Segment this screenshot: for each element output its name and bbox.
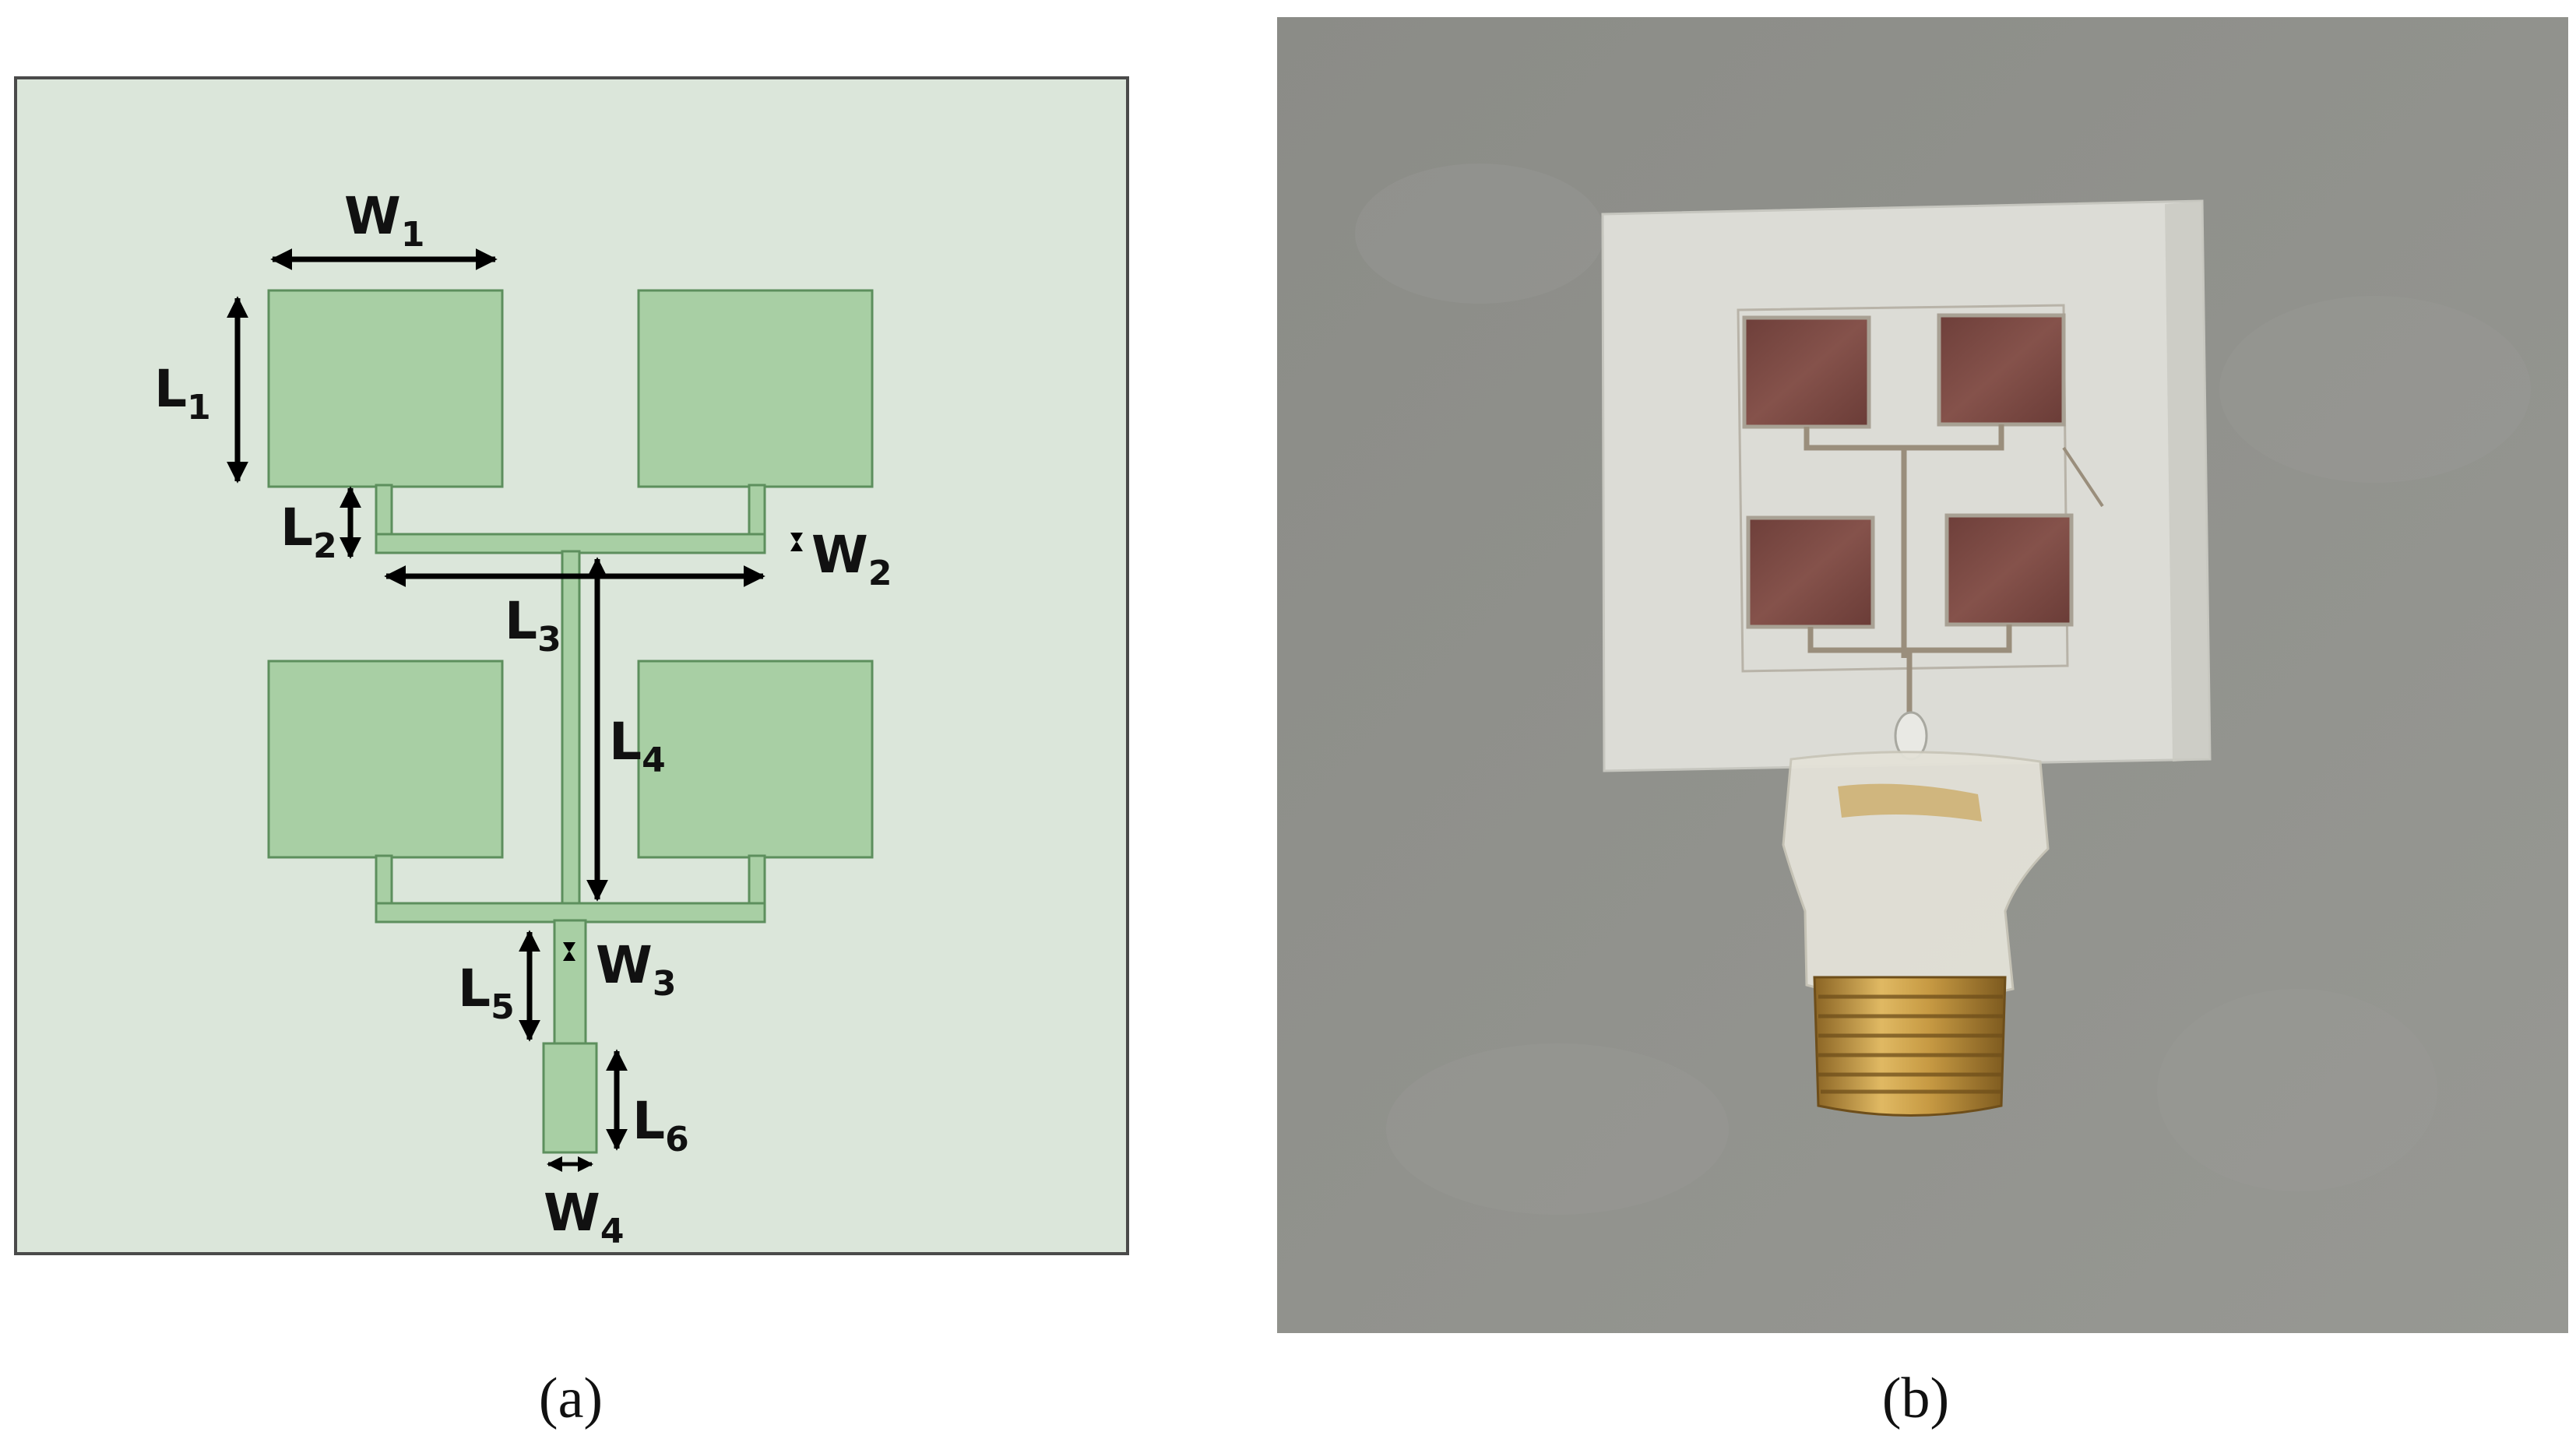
copper-patch-top-left (1742, 315, 1871, 429)
dimension-arrows (227, 248, 765, 1172)
sma-connector (1813, 976, 2007, 1117)
label-l4: L4 (609, 712, 666, 780)
etched-outline (1737, 304, 2069, 673)
copper-patch-bottom-left (1746, 515, 1875, 629)
label-l6: L6 (632, 1091, 689, 1159)
panel-b-photo (1277, 17, 2568, 1333)
copper-traces (1804, 424, 2104, 748)
width-ticks (563, 533, 803, 961)
feed-network (375, 484, 766, 1154)
pcb-board-shade (2165, 201, 2210, 762)
caption-b: (b) (1882, 1367, 1949, 1430)
copper-patch-top-right (1937, 313, 2066, 427)
label-l5: L5 (458, 959, 515, 1027)
photo-texture (1355, 164, 2531, 1215)
caption-a: (a) (539, 1367, 603, 1430)
label-w3: W3 (596, 935, 676, 1004)
label-w2: W2 (811, 525, 892, 593)
label-w1: W1 (344, 186, 424, 255)
tick-w3 (563, 942, 575, 961)
label-l2: L2 (280, 498, 337, 566)
patch-bottom-right (637, 660, 874, 859)
patch-top-left (267, 289, 504, 488)
panel-a-design: W1 L1 L2 W2 L3 L4 W3 L5 L6 W4 (14, 76, 1129, 1255)
label-w4: W4 (544, 1183, 624, 1251)
copper-patch-bottom-right (1944, 513, 2074, 627)
tape-glint (1838, 783, 1982, 822)
patch-bottom-left (267, 660, 504, 859)
label-l3: L3 (505, 591, 561, 660)
patch-top-right (637, 289, 874, 488)
tick-w2 (790, 533, 803, 551)
label-l1: L1 (154, 359, 211, 427)
